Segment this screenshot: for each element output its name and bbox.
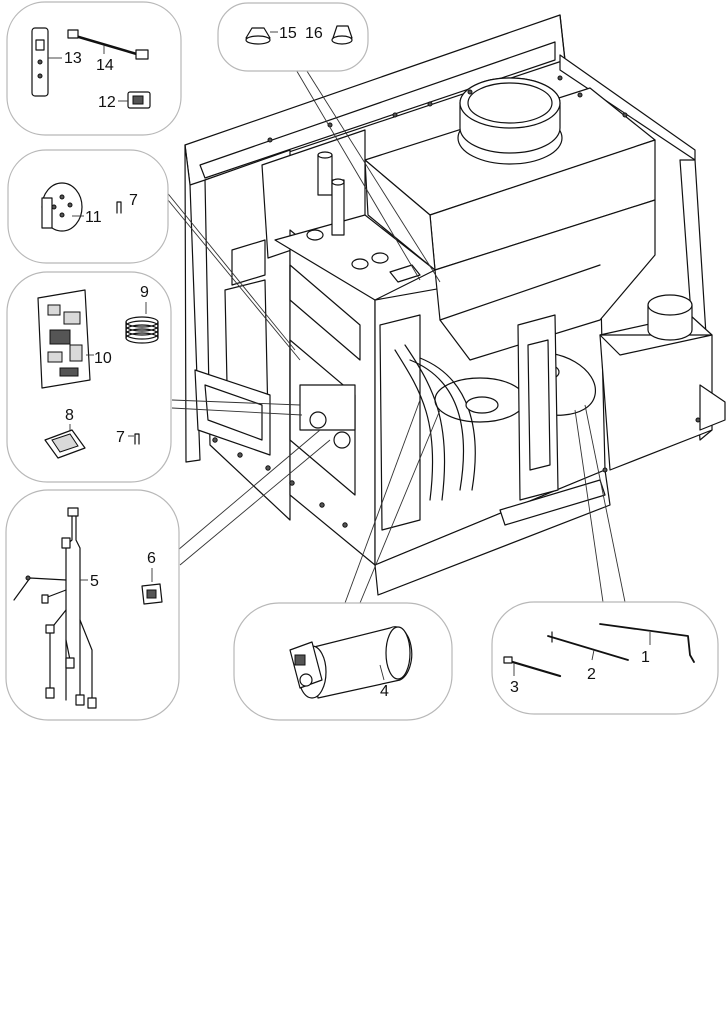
frame-window-front	[379, 314, 421, 531]
callout-5: 5	[90, 573, 99, 590]
detail-bubble-15-16: 15 16	[217, 2, 369, 72]
cable-plug-1	[67, 29, 79, 39]
back-frame-inner	[199, 41, 556, 179]
probe-part-2	[547, 635, 629, 661]
cable-plug-2	[135, 49, 149, 60]
leader-1b	[584, 404, 626, 603]
pipe-cap-2	[331, 178, 345, 186]
capacitor-mount	[289, 641, 323, 689]
main-unit	[184, 14, 726, 596]
coil-part	[125, 316, 159, 344]
leader-15-16a	[294, 67, 421, 281]
wiring-harness-part	[13, 507, 97, 709]
bubble-outline	[5, 489, 180, 721]
hose-2	[409, 359, 465, 491]
callout-6: 6	[147, 550, 156, 567]
fasteners	[212, 75, 701, 528]
callout-16: 16	[305, 25, 323, 42]
clip-part-7a	[116, 201, 122, 214]
callout-13: 13	[64, 50, 82, 67]
valve-knob-1	[309, 411, 327, 429]
bubble-outline	[491, 601, 719, 715]
callout-14: 14	[96, 57, 114, 74]
callout-8: 8	[65, 407, 74, 424]
detail-bubble-4: 4	[233, 602, 453, 721]
pipe-cap-1	[317, 151, 333, 159]
bubble-outline	[7, 149, 169, 264]
top-port-square	[389, 264, 421, 283]
left-plate	[194, 369, 271, 456]
callout-9: 9	[140, 284, 149, 301]
callout-15: 15	[279, 25, 297, 42]
leader-8a	[171, 399, 301, 406]
round-duct-inner	[467, 82, 553, 124]
callout-2: 2	[587, 666, 596, 683]
leader-15-16b	[304, 67, 441, 283]
left-small-box	[231, 239, 266, 286]
inner-bracket-slot	[527, 339, 551, 471]
valve-block	[299, 384, 356, 431]
callout-7a: 7	[129, 192, 138, 209]
callout-3: 3	[510, 679, 519, 696]
side-duct-opening	[647, 294, 693, 316]
pressure-switch-mount	[41, 197, 53, 229]
top-port-3	[371, 252, 389, 264]
left-plate-slot	[204, 384, 263, 441]
detail-bubble-11-7: 11 7	[7, 149, 169, 264]
leader-8b	[171, 407, 303, 416]
callout-10: 10	[94, 350, 112, 367]
hose-1b	[404, 344, 446, 501]
frame-window-low	[289, 339, 356, 496]
upright-pipe-1	[317, 154, 333, 196]
detail-bubble-5-6: 5 6	[5, 489, 180, 721]
callout-1: 1	[641, 649, 650, 666]
top-port-2	[351, 258, 369, 270]
callout-12: 12	[98, 94, 116, 111]
probe-part-1	[599, 623, 695, 663]
detail-bubble-10-9-8-7: 10 9 8 7	[6, 271, 172, 483]
leader-4a	[344, 399, 421, 604]
cable-part	[70, 33, 142, 57]
leader-lines	[164, 67, 626, 604]
callout-11: 11	[85, 209, 102, 226]
side-bracket	[699, 384, 726, 431]
leader-11a	[164, 189, 296, 351]
control-panel-window	[35, 39, 45, 51]
valve-knob-2	[333, 431, 351, 449]
upright-pipe-2	[331, 179, 345, 236]
capacitor-end	[385, 626, 411, 680]
bubble-outline	[217, 2, 369, 72]
blower-outlet	[465, 396, 499, 414]
callout-4: 4	[380, 683, 389, 700]
bottom-rail	[499, 479, 606, 526]
leader-5b	[179, 439, 331, 566]
callout-7b: 7	[116, 429, 125, 446]
hopper-edge	[439, 264, 601, 321]
leader-1a	[574, 409, 604, 603]
probe-part-3	[504, 658, 562, 678]
hose-1	[394, 349, 434, 501]
top-port-1	[306, 229, 324, 241]
detail-bubble-1-2-3: 1 2 3	[491, 601, 719, 715]
clip-part-7b	[134, 433, 140, 445]
frame-window-top	[289, 264, 361, 361]
round-duct-opening	[459, 77, 561, 129]
leader-4b	[359, 409, 441, 604]
detail-bubble-13-14-12: 13 14 12	[6, 1, 182, 136]
leader-11b	[167, 199, 301, 361]
leader-5a	[177, 429, 321, 551]
